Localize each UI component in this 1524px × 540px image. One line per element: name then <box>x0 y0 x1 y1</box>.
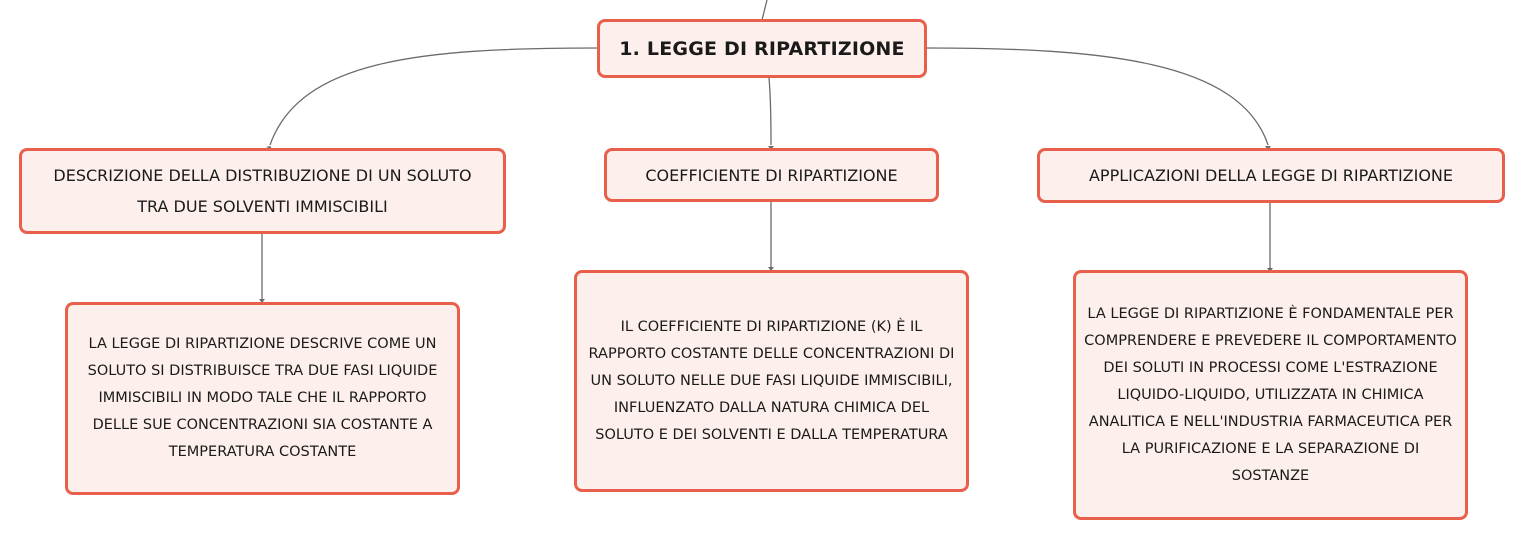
detail-node-distribution[interactable]: LA LEGGE DI RIPARTIZIONE DESCRIVE COME U… <box>65 302 460 495</box>
detail-text: LA LEGGE DI RIPARTIZIONE È FONDAMENTALE … <box>1084 305 1457 484</box>
root-title: 1. LEGGE DI RIPARTIZIONE <box>619 37 905 60</box>
branch-title: DESCRIZIONE DELLA DISTRIBUZIONE DI UN SO… <box>53 166 472 216</box>
detail-node-applications[interactable]: LA LEGGE DI RIPARTIZIONE È FONDAMENTALE … <box>1073 270 1468 520</box>
connector-root-branch-3 <box>925 47 1269 146</box>
connector-root-branch-1 <box>269 47 598 146</box>
branch-title: COEFFICIENTE DI RIPARTIZIONE <box>645 165 898 185</box>
arrowhead-detail-2 <box>768 267 774 271</box>
connector-incoming <box>761 0 768 21</box>
branch-node-coefficient[interactable]: COEFFICIENTE DI RIPARTIZIONE <box>604 148 939 202</box>
arrowhead-detail-1 <box>259 299 265 303</box>
branch-node-applications[interactable]: APPLICAZIONI DELLA LEGGE DI RIPARTIZIONE <box>1037 148 1505 203</box>
branch-node-distribution[interactable]: DESCRIZIONE DELLA DISTRIBUZIONE DI UN SO… <box>19 148 506 234</box>
root-node[interactable]: 1. LEGGE DI RIPARTIZIONE <box>597 19 927 78</box>
detail-node-coefficient[interactable]: IL COEFFICIENTE DI RIPARTIZIONE (K) È IL… <box>574 270 969 492</box>
branch-title: APPLICAZIONI DELLA LEGGE DI RIPARTIZIONE <box>1088 166 1454 185</box>
detail-text: LA LEGGE DI RIPARTIZIONE DESCRIVE COME U… <box>87 336 438 460</box>
connector-root-branch-2 <box>768 77 772 146</box>
detail-text: IL COEFFICIENTE DI RIPARTIZIONE (K) È IL… <box>588 318 955 443</box>
